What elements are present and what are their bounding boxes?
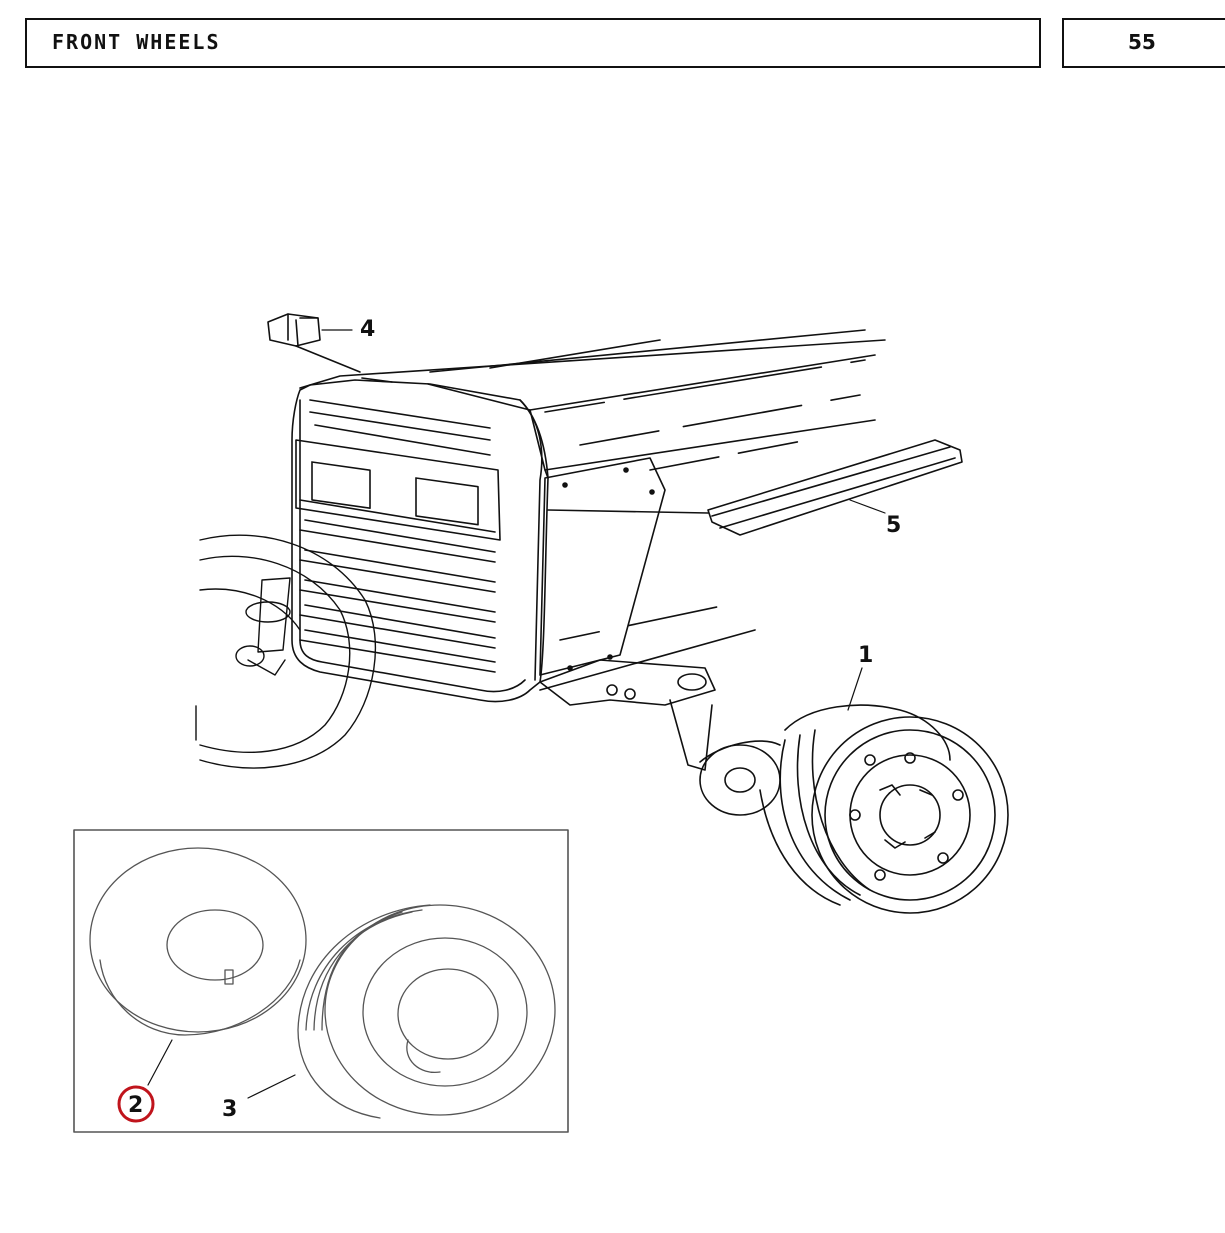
- page-number: 55: [1128, 30, 1156, 54]
- inner-tube: [89, 847, 307, 1036]
- callout-1: 1: [858, 643, 873, 668]
- inset-box: [73, 829, 569, 1133]
- rear-left-wheel-outline: [195, 534, 377, 769]
- callout-2-highlight: [117, 1085, 155, 1123]
- radiator-grille: [291, 377, 549, 703]
- side-panel: [539, 457, 666, 676]
- bonnet: [299, 329, 886, 691]
- callout-3: 3: [222, 1097, 237, 1122]
- title-box: FRONT WHEELS: [25, 18, 1041, 68]
- leader-lines: [147, 329, 886, 1099]
- callout-5: 5: [886, 513, 901, 538]
- trim-strip: [547, 439, 963, 536]
- tyre: [297, 904, 556, 1119]
- page-title: FRONT WHEELS: [52, 30, 221, 54]
- callout-4: 4: [360, 317, 375, 342]
- clip-part: [267, 313, 361, 373]
- page-number-box: 55: [1062, 18, 1225, 68]
- axle-bracket: [539, 659, 716, 771]
- front-wheel-rim: [699, 704, 1009, 914]
- callout-2: 2: [128, 1093, 143, 1118]
